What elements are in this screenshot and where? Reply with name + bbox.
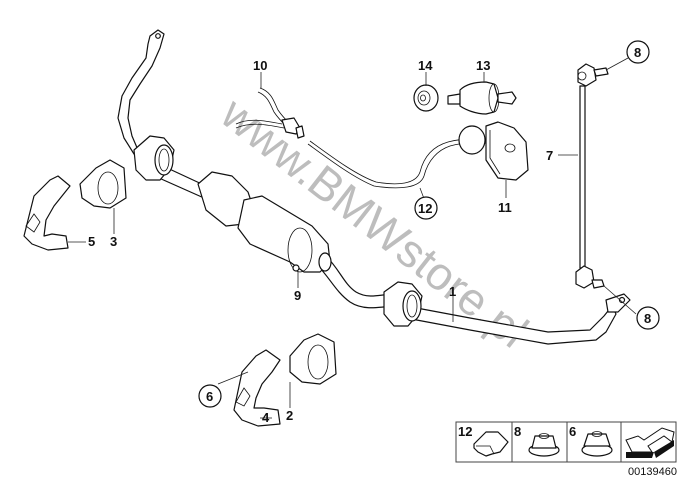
actuator [197,171,332,273]
hex-nut-icon [581,431,613,457]
callout-8-bottom[interactable]: 8 [636,306,660,330]
hose-line[interactable] [235,87,517,189]
stabilizer-bar[interactable] [117,29,631,345]
callout-6[interactable]: 6 [198,384,222,408]
filter[interactable] [447,81,517,115]
callout-13[interactable]: 13 [476,58,490,73]
rubber-mounting-upper[interactable] [79,159,127,209]
cover-cap[interactable] [458,121,529,181]
diagram-id: 00139460 [628,466,677,478]
link-rod[interactable] [575,63,609,289]
svg-text:12: 12 [418,201,432,216]
callout-2[interactable]: 2 [286,408,293,423]
svg-text:6: 6 [206,389,213,404]
rubber-mounting-lower[interactable] [289,333,337,385]
leader-lines [68,57,637,419]
callout-7[interactable]: 7 [546,148,553,163]
callout-11[interactable]: 11 [498,200,512,215]
callout-4[interactable]: 4 [262,410,270,425]
legend-label-hex-nut: 6 [569,424,576,439]
callout-10[interactable]: 10 [253,58,267,73]
callout-9[interactable]: 9 [294,288,301,303]
bracket-upper[interactable] [23,175,71,251]
callout-1[interactable]: 1 [449,284,456,299]
grommet[interactable] [413,84,439,112]
direction-arrow-icon [625,427,675,458]
legend-label-collar-nut: 8 [514,424,521,439]
svg-text:8: 8 [644,311,651,326]
callout-12[interactable]: 12 [414,196,438,220]
bar-bushing-upper [133,135,175,181]
bracket-lower[interactable] [233,349,281,427]
bar-bushing-lower [383,281,423,327]
callout-3[interactable]: 3 [110,234,117,249]
legend-strip: 12 8 6 00139460 [455,421,677,478]
collar-nut-icon [528,433,560,457]
svg-text:8: 8 [634,45,641,60]
clip-icon [473,431,509,457]
callout-8-top[interactable]: 8 [626,40,650,64]
legend-label-clip: 12 [458,424,472,439]
callout-5[interactable]: 5 [88,234,95,249]
callout-14[interactable]: 14 [418,58,433,73]
